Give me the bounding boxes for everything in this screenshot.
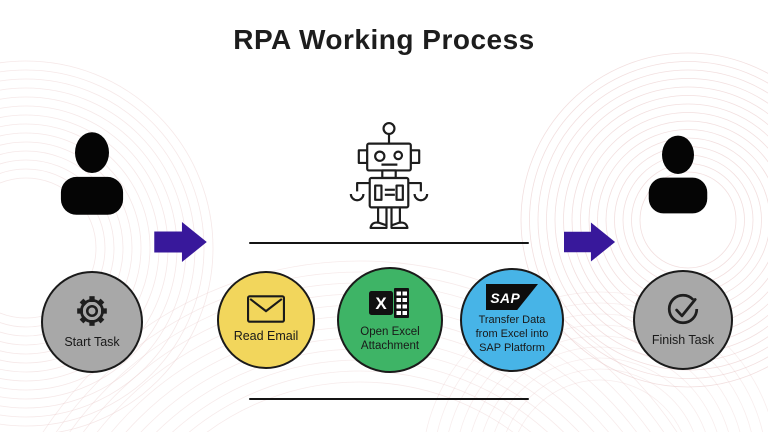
step-node-read-email: Read Email: [217, 271, 315, 369]
page-title: RPA Working Process: [233, 24, 535, 55]
arrow-right-icon: [154, 221, 207, 263]
step-node-open-excel: X Open Excel Attachment: [337, 267, 443, 373]
person-start-icon: [60, 132, 124, 215]
finish-task-node: Finish Task: [633, 270, 733, 370]
process-line-bottom: [249, 398, 529, 400]
svg-text:SAP: SAP: [490, 290, 520, 306]
step-node-sap-transfer: SAP Transfer Data from Excel into SAP Pl…: [460, 268, 564, 372]
arrow-right-icon: [564, 222, 616, 262]
sap-icon: SAP: [486, 284, 538, 311]
envelope-icon: [247, 295, 285, 323]
process-line-top: [249, 242, 529, 244]
step-label: Open Excel Attachment: [360, 325, 420, 352]
gear-icon: [77, 296, 107, 327]
step-label: Read Email: [233, 329, 299, 344]
robot-icon: [349, 122, 429, 229]
step-label: Transfer Data from Excel into SAP Platfo…: [475, 314, 549, 354]
person-finish-icon: [648, 135, 708, 214]
start-task-node: Start Task: [41, 271, 143, 373]
start-task-label: Start Task: [64, 335, 120, 350]
check-circle-icon: [667, 294, 699, 325]
finish-task-label: Finish Task: [651, 333, 715, 348]
svg-text:X: X: [375, 294, 387, 313]
excel-icon: X: [369, 287, 409, 318]
